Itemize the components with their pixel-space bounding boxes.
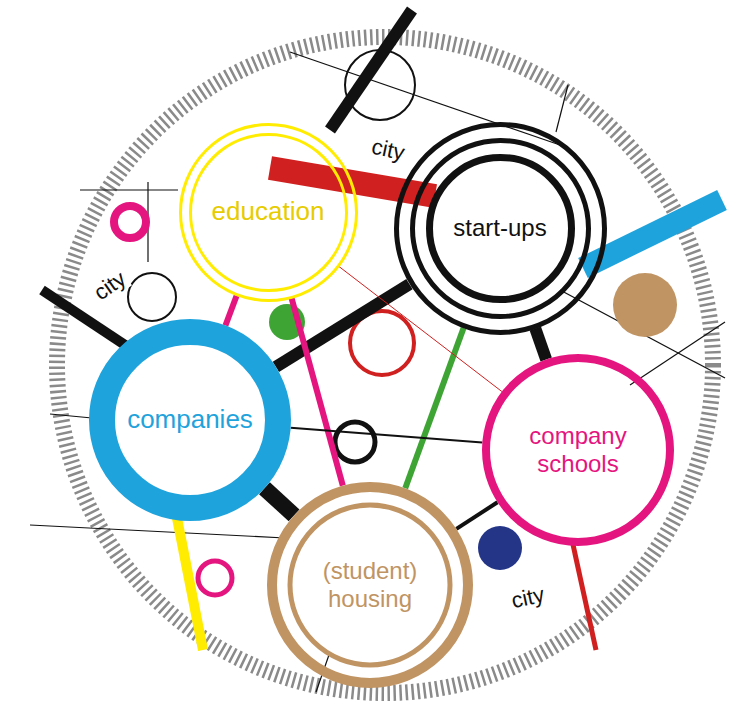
node-label: education xyxy=(212,197,325,227)
circle-ring xyxy=(486,358,670,542)
thin-line xyxy=(556,85,568,132)
tan-dot xyxy=(613,273,677,337)
navy-dot xyxy=(478,526,522,570)
circle-node: start-ups xyxy=(394,122,607,335)
circle-ring xyxy=(290,505,450,665)
magenta-ring xyxy=(198,561,232,595)
thin-line xyxy=(290,52,560,145)
node-label: companies xyxy=(127,405,253,435)
circle-node: (student) housing xyxy=(267,482,473,688)
circle-ring xyxy=(429,157,571,299)
circle-ring xyxy=(180,124,356,300)
node-text-group: start-ups xyxy=(453,214,546,242)
circle-ring xyxy=(396,124,604,332)
circle-ring xyxy=(102,332,278,508)
connector-line xyxy=(292,298,343,485)
city-label: city xyxy=(88,265,132,306)
node-label: (student) housing xyxy=(310,557,430,612)
connector-line xyxy=(225,296,236,326)
node-text-group: company schools xyxy=(513,422,643,477)
thin-line xyxy=(30,525,285,538)
node-text-group: education xyxy=(212,197,325,227)
city-label: city xyxy=(507,582,548,613)
connector-line xyxy=(456,502,497,529)
connector-line xyxy=(291,428,483,443)
tick-ring xyxy=(57,37,713,693)
circle-node: companies xyxy=(89,319,291,521)
circle-ring xyxy=(412,140,588,316)
black-bar xyxy=(42,290,128,347)
black-bar xyxy=(330,10,412,130)
circle-node: company schools xyxy=(482,354,674,546)
thin-lines xyxy=(30,52,725,692)
node-text-group: (student) housing xyxy=(310,557,430,612)
node-label: company schools xyxy=(513,422,643,477)
connector-line xyxy=(264,488,294,515)
small-black-ring xyxy=(335,422,375,462)
connector-line xyxy=(405,328,463,488)
circle-ring xyxy=(272,487,468,683)
city-label: city xyxy=(367,134,408,165)
small-ring xyxy=(128,273,176,321)
node-text-group: companies xyxy=(127,405,253,435)
thin-line xyxy=(80,189,178,190)
circle-ring xyxy=(190,134,346,290)
red-bar xyxy=(572,540,596,650)
node-label: start-ups xyxy=(453,214,546,242)
connector-line xyxy=(535,328,546,359)
circle-node: education xyxy=(179,123,358,302)
magenta-ring xyxy=(114,206,146,238)
thin-line xyxy=(50,414,92,418)
